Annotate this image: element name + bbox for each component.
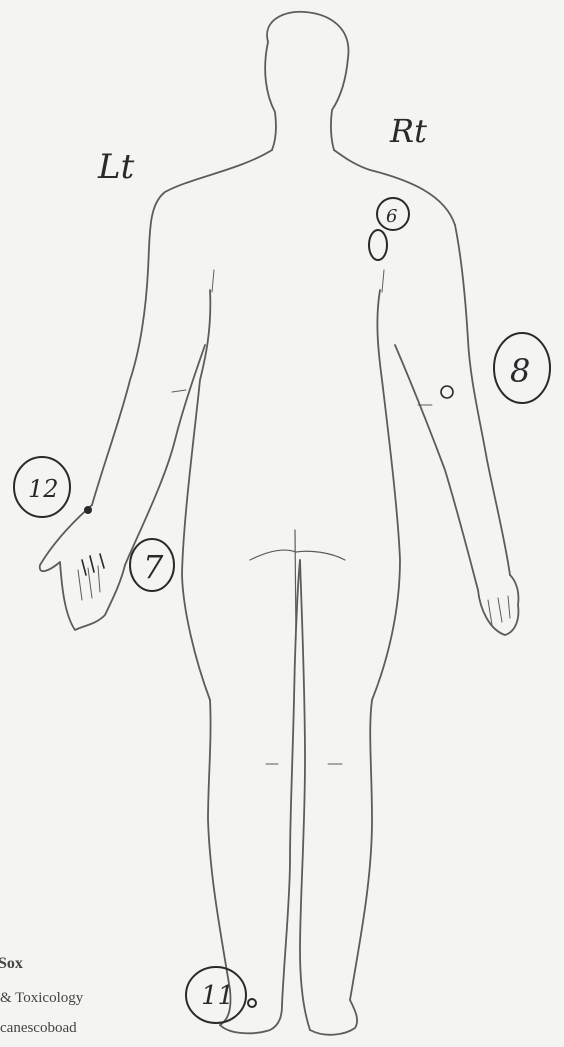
head-outline [267, 12, 348, 150]
marker-8-number: 8 [510, 352, 530, 390]
left-fingers [78, 566, 100, 600]
right-torso-side [372, 290, 400, 700]
lesion-dot-11 [248, 999, 256, 1007]
footer-fragment-3: canescoboad [0, 1020, 77, 1037]
gluteal-line [250, 550, 345, 560]
right-foot [310, 1000, 357, 1035]
right-side-label: Rt [389, 112, 427, 150]
left-torso-side [182, 290, 210, 700]
right-leg-outer [350, 700, 372, 1000]
marker-6-number: 6 [386, 206, 397, 227]
lesion-dot-12 [85, 507, 91, 513]
footer-fragment-2: & Toxicology [0, 990, 83, 1007]
left-leg-outer [208, 700, 231, 1025]
marker-11-number: 11 [201, 981, 234, 1011]
right-leg-inner [300, 560, 310, 1030]
neck-left [265, 42, 276, 150]
right-hand-outline [478, 575, 518, 635]
left-elbow-tick [172, 390, 186, 392]
left-hand-outline [40, 505, 125, 630]
right-fingers [488, 596, 510, 625]
marker-7-number: 7 [143, 548, 164, 586]
lesion-dot-8 [441, 386, 453, 398]
right-scapula-mark [382, 270, 384, 292]
left-inner-arm [125, 345, 205, 565]
marker-12-number: 12 [28, 475, 59, 503]
lesion-dot-6 [369, 230, 387, 260]
left-scapula-mark [212, 270, 214, 292]
left-side-label: Lt [97, 147, 135, 187]
torso-left-outline [92, 150, 272, 505]
footer-fragment-1: Sox [0, 955, 23, 973]
lesion-marks-7 [82, 554, 104, 575]
right-outer-arm [455, 225, 510, 575]
right-inner-arm [395, 345, 478, 590]
left-leg-inner [282, 560, 300, 1005]
